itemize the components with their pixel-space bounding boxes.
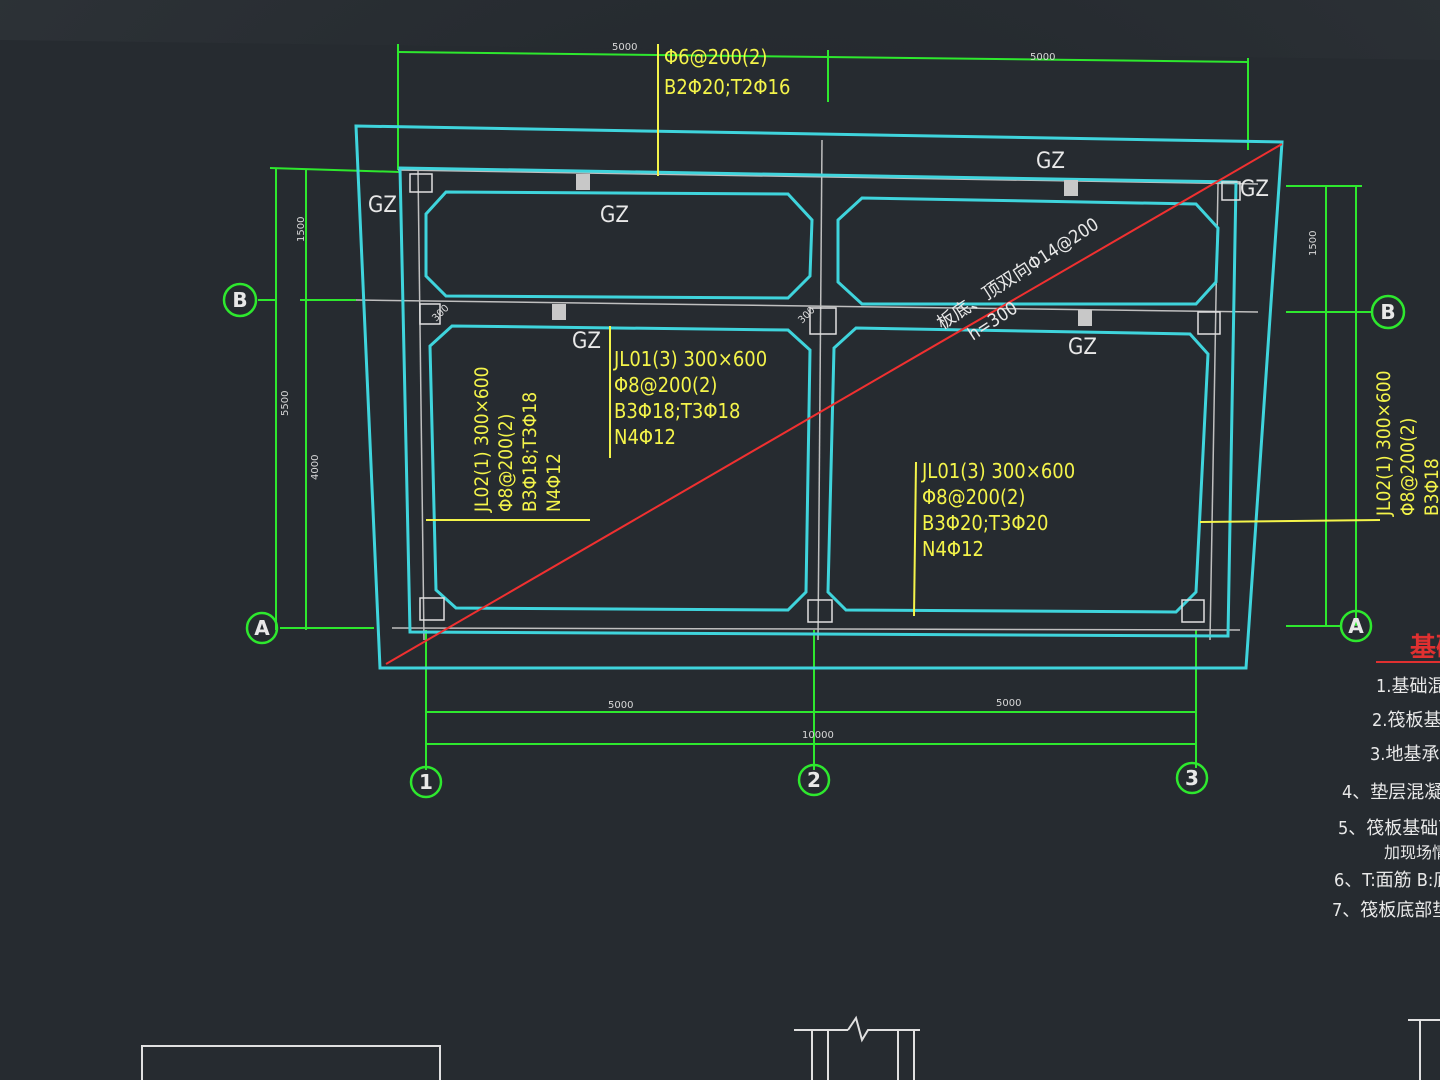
beam-h-mid-line3: B3Φ18;T3Φ18 <box>614 399 740 423</box>
axis-bubble-3[interactable] <box>1175 761 1209 795</box>
raft-outer-edge[interactable] <box>354 124 1284 670</box>
axis-label-3: 3 <box>1185 766 1199 790</box>
beam-h-right-line3: B3Φ20;T3Φ20 <box>922 511 1048 535</box>
gz-label-corner-right: GZ <box>1240 177 1269 202</box>
note-item-7: 7、筏板底部垫层 <box>1332 900 1440 921</box>
note-item-5: 5、筏板基础下应 <box>1338 818 1440 839</box>
notes-title: 基础 <box>1410 633 1440 663</box>
axis-bubble-1[interactable] <box>409 765 443 799</box>
beam-h-right-line2: Φ8@200(2) <box>922 485 1025 509</box>
beam-v-right-label[interactable]: JL02(1) 300×600 Φ8@200(2) B3Φ18 <box>1373 370 1440 517</box>
detail-fragments <box>141 1015 1440 1080</box>
beam-top-partial-line2: B2Φ20;T2Φ16 <box>664 75 790 99</box>
gz-label-mid-left: GZ <box>572 329 601 354</box>
beam-v-left-line4: N4Φ12 <box>543 453 565 512</box>
gz-label-mid-right: GZ <box>1068 335 1097 360</box>
beam-v-right-line3: B3Φ18 <box>1421 458 1440 516</box>
beam-top-partial-label: Φ6@200(2) B2Φ20;T2Φ16 <box>664 45 790 99</box>
axis-label-a-right: A <box>1348 614 1364 638</box>
general-notes: 基础 1.基础混凝 2.筏板基础 3.地基承载 4、垫层混凝土C 5、筏板基础下… <box>1332 633 1440 921</box>
axis-label-b-left: B <box>232 288 247 312</box>
panel-top-left[interactable] <box>424 190 814 300</box>
axis-bubble-2[interactable] <box>797 763 831 797</box>
beam-h-right-label[interactable]: JL01(3) 300×600 Φ8@200(2) B3Φ20;T3Φ20 N4… <box>921 459 1075 561</box>
axis-bubble-b-left[interactable] <box>222 282 258 318</box>
beam-h-mid-label[interactable]: JL01(3) 300×600 Φ8@200(2) B3Φ18;T3Φ18 N4… <box>613 347 767 449</box>
panel-top-right[interactable] <box>836 196 1220 306</box>
beam-h-right-line4: N4Φ12 <box>922 537 984 561</box>
slab-reinforcement-diagonal <box>385 143 1283 665</box>
raft-inner-edge <box>398 166 1238 638</box>
dim-bottom-total: 10000 <box>802 730 834 741</box>
dim-top-left: 5000 <box>612 42 637 53</box>
gz-label-top-mid: GZ <box>600 203 629 228</box>
dim-left-top: 1500 <box>296 217 307 242</box>
axis-label-2: 2 <box>807 768 821 792</box>
grid-lines <box>355 139 1259 641</box>
label-leaders <box>426 44 1381 617</box>
beam-v-right-line2: Φ8@200(2) <box>1397 418 1419 516</box>
beam-top-partial-line1: Φ6@200(2) <box>664 45 767 69</box>
dimension-lines <box>269 44 1362 770</box>
beam-h-right-line1: JL01(3) 300×600 <box>921 459 1075 483</box>
note-item-6: 6、T:面筋 B:底 <box>1334 870 1440 891</box>
beam-v-right-line1: JL02(1) 300×600 <box>1373 370 1395 517</box>
dim-bottom-right: 5000 <box>996 698 1021 709</box>
panel-bottom-right[interactable] <box>826 326 1210 614</box>
dim-bottom-left: 5000 <box>608 700 633 711</box>
axis-label-a-left: A <box>254 616 270 640</box>
axis-bubble-b-right[interactable] <box>1370 294 1406 330</box>
dim-left-mid: 4000 <box>310 455 321 480</box>
panel-bottom-left[interactable] <box>428 324 812 612</box>
axis-label-b-right: B <box>1380 300 1395 324</box>
column-markers <box>409 173 1241 623</box>
axis-label-1: 1 <box>419 770 433 794</box>
note-item-5b: 加现场情况 <box>1384 843 1440 862</box>
screen-edge <box>0 40 1440 1080</box>
note-item-3: 3.地基承载 <box>1370 744 1440 765</box>
axis-bubble-a-right[interactable] <box>1339 609 1373 643</box>
dim-left-total: 5500 <box>280 391 291 416</box>
axis-bubbles[interactable]: B A B A 1 2 3 <box>222 282 1406 799</box>
note-item-2: 2.筏板基础 <box>1372 710 1440 731</box>
gz-labels: GZ GZ GZ GZ GZ GZ <box>368 149 1269 360</box>
beam-v-left-line2: Φ8@200(2) <box>495 414 517 512</box>
beam-h-mid-line4: N4Φ12 <box>614 425 676 449</box>
raft-slab-outlines[interactable] <box>354 124 1284 670</box>
beam-v-left-line1: JL02(1) 300×600 <box>471 366 493 513</box>
beam-h-mid-line1: JL01(3) 300×600 <box>613 347 767 371</box>
gz-blocks <box>552 174 1092 326</box>
gz-label-top-left: GZ <box>368 193 397 218</box>
gz-label-top-right: GZ <box>1036 149 1065 174</box>
beam-v-left-label[interactable]: JL02(1) 300×600 Φ8@200(2) B3Φ18;T3Φ18 N4… <box>471 366 565 513</box>
beam-v-left-line3: B3Φ18;T3Φ18 <box>519 392 541 512</box>
dim-right-top: 1500 <box>1308 231 1319 256</box>
note-item-4: 4、垫层混凝土C <box>1342 782 1440 803</box>
note-item-1: 1.基础混凝 <box>1376 676 1440 697</box>
beam-h-mid-line2: Φ8@200(2) <box>614 373 717 397</box>
axis-bubble-a-left[interactable] <box>245 611 279 645</box>
dim-top-right: 5000 <box>1030 52 1055 63</box>
